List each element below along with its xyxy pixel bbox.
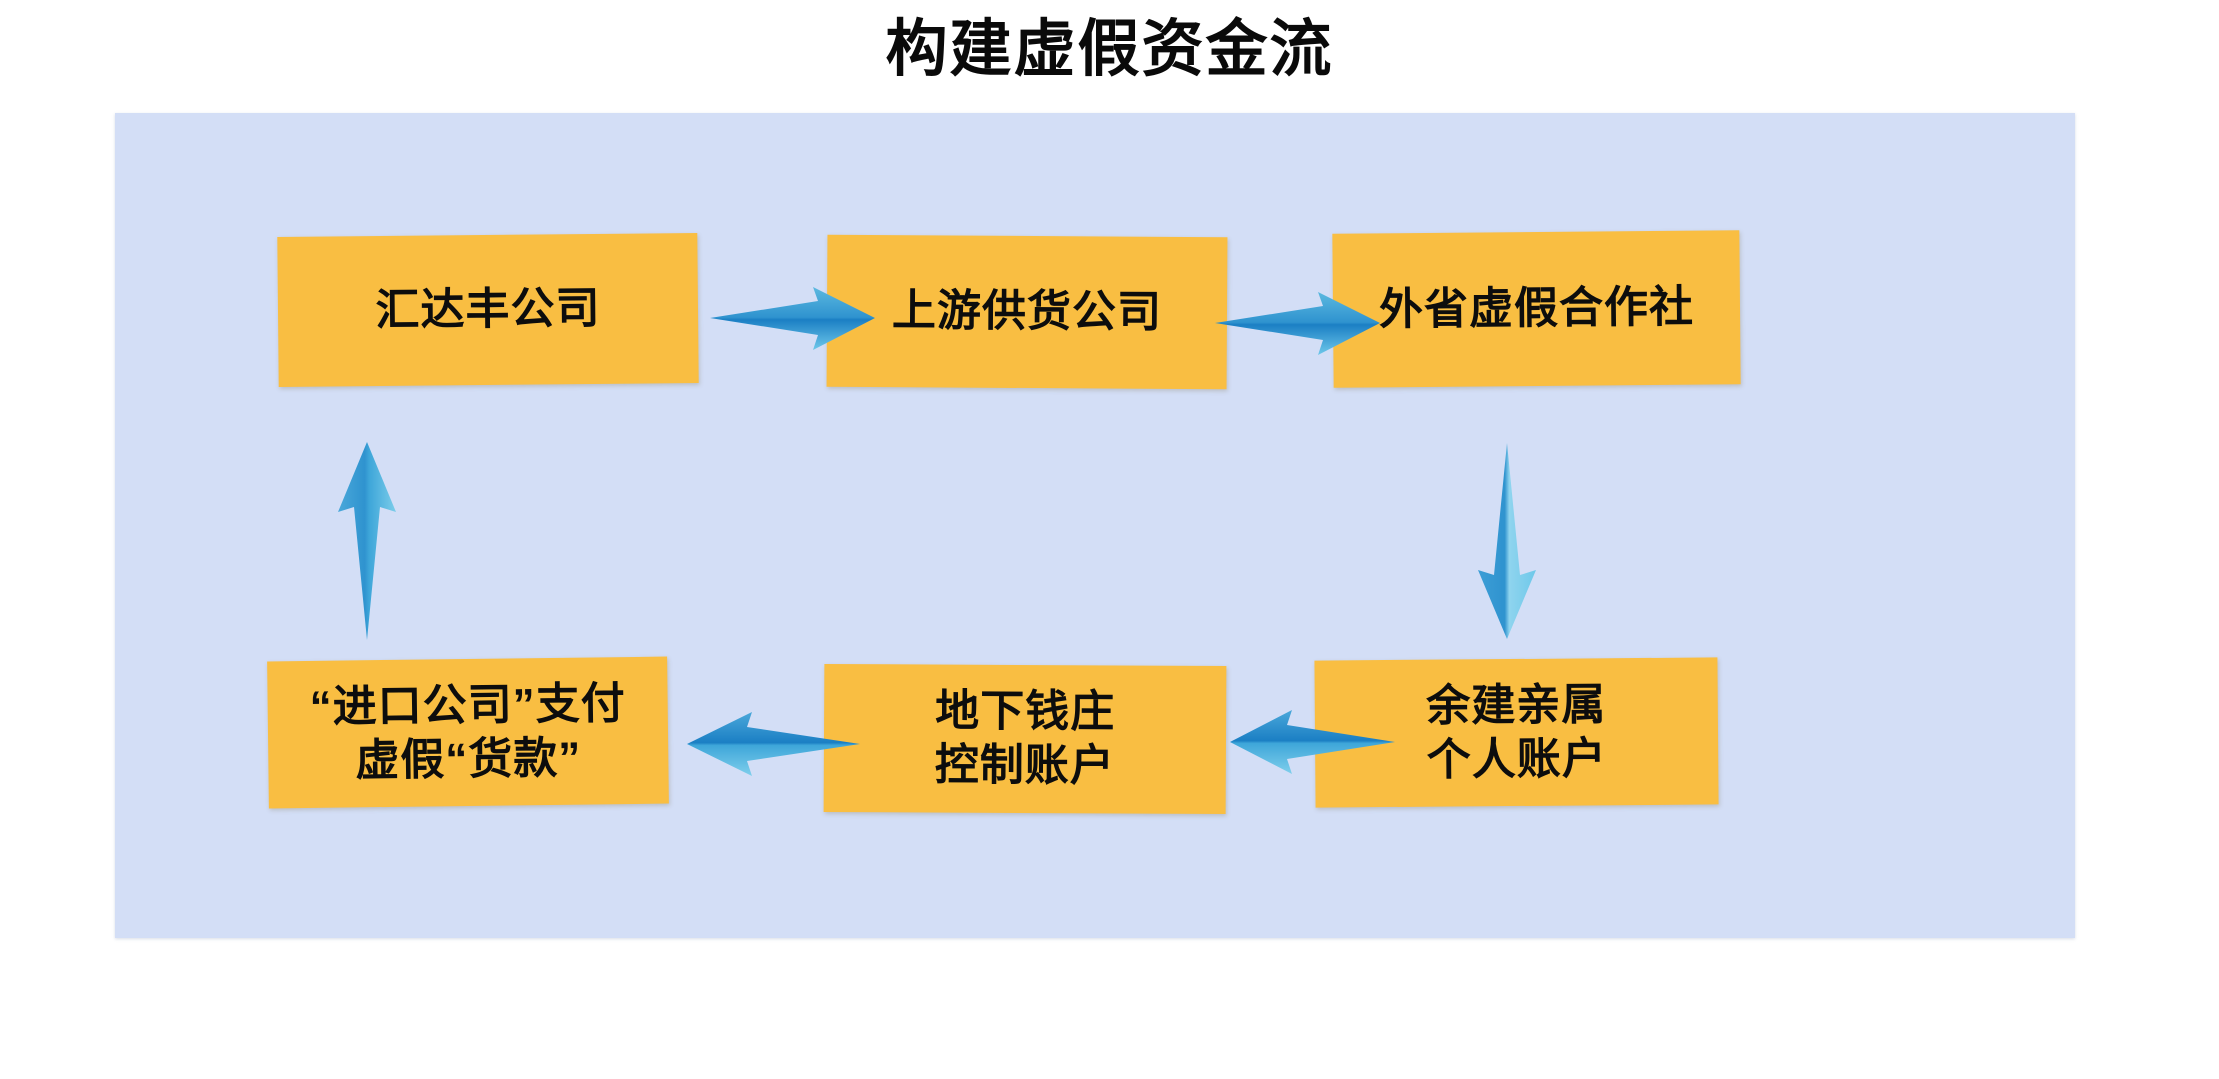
node-label-line-1: “进口公司”支付: [309, 678, 626, 732]
page-title: 构建虚假资金流: [885, 15, 1334, 84]
node-label: 汇达丰公司: [375, 284, 601, 336]
arrow-left-icon: [1230, 710, 1395, 774]
node-import-company-payment[interactable]: “进口公司”支付 虚假“货款”: [267, 656, 669, 809]
node-label-line-1: 地下钱庄: [935, 686, 1116, 737]
node-huidafeng[interactable]: 汇达丰公司: [277, 232, 699, 388]
diagram-panel: 汇达丰公司 上游供货公司 外省虚假合作社 “进口公司”支付 虚假“货款” 地下钱…: [115, 113, 2075, 938]
arrow-right-icon: [710, 287, 875, 350]
node-label-line-1: 余建亲属: [1426, 680, 1607, 731]
node-label: 外省虚假合作社: [1378, 282, 1695, 335]
arrow-up-icon: [338, 442, 396, 640]
node-upstream-supplier[interactable]: 上游供货公司: [826, 234, 1228, 390]
node-out-of-province-fake-coop[interactable]: 外省虚假合作社: [1332, 230, 1741, 388]
node-label-line-2: 控制账户: [934, 740, 1115, 791]
arrow-down-icon: [1478, 443, 1536, 639]
node-underground-bank-account[interactable]: 地下钱庄 控制账户: [823, 663, 1227, 815]
arrow-left-icon: [687, 712, 860, 776]
arrow-right-icon: [1215, 292, 1380, 355]
node-label-line-2: 个人账户: [1426, 733, 1607, 785]
node-label-line-2: 虚假“货款”: [355, 733, 582, 785]
node-label: 上游供货公司: [891, 286, 1163, 337]
